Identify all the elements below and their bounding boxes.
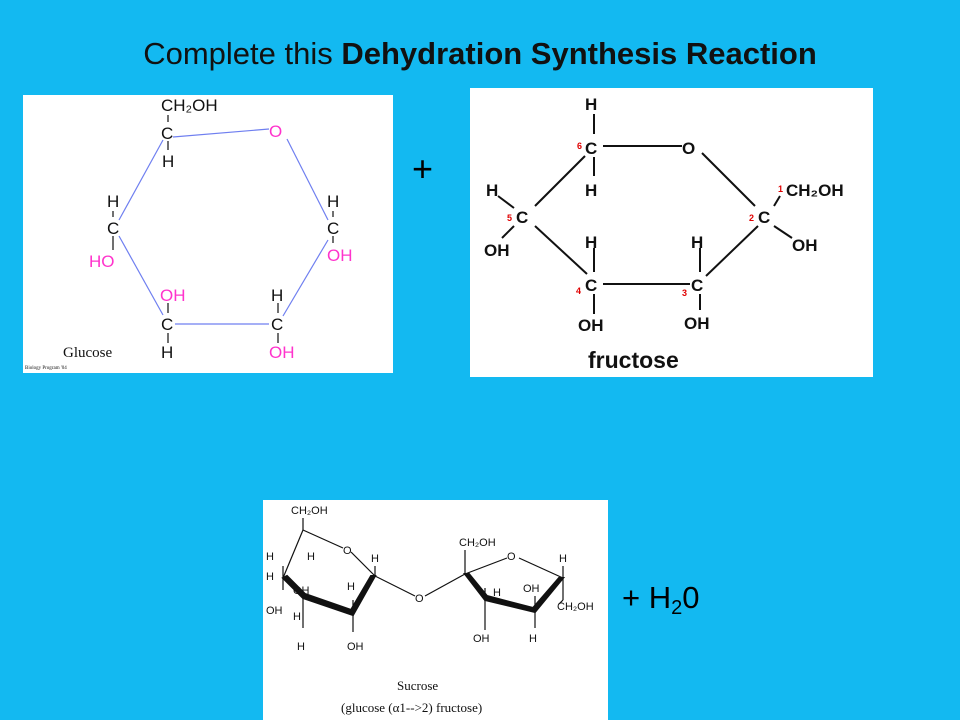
water-subscript: 2 [671, 597, 683, 619]
glucose-c2-h: H [271, 286, 283, 305]
fructose-c3-oh: OH [684, 314, 710, 333]
sucrose-oh-4: OH [523, 583, 540, 595]
sucrose-oh-1: OH [293, 585, 310, 597]
fructose-c2: C [758, 208, 770, 227]
glucose-c3: C [161, 315, 173, 334]
fructose-num-5: 5 [507, 213, 512, 223]
fructose-c3: C [691, 276, 703, 295]
fructose-diagram: H 6 C H O H 5 C OH 1 CH₂OH 2 C OH H 4 C … [484, 95, 844, 373]
sucrose-h-1: H [266, 551, 274, 563]
sucrose-h-2: H [307, 551, 315, 563]
water-plus: + [622, 580, 649, 615]
glucose-c2: C [271, 315, 283, 334]
glucose-c1-oh: OH [327, 246, 353, 265]
fructose-c6-h-bottom: H [585, 181, 597, 200]
fructose-num-1: 1 [778, 184, 783, 194]
glucose-c5: C [161, 124, 173, 143]
sucrose-h-8: H [493, 587, 501, 599]
glucose-credit: Biology Program '04 [25, 366, 67, 371]
glucose-c4-ho: HO [89, 252, 115, 271]
fructose-c5-h: H [486, 181, 498, 200]
fructose-c5: C [516, 208, 528, 227]
sucrose-fructose-ch2oh-top: CH₂OH [459, 537, 496, 549]
fructose-ring-bonds [497, 114, 793, 314]
glucose-c6-ch2oh: CH₂OH [161, 96, 218, 115]
fructose-c4-oh: OH [578, 316, 604, 335]
fructose-num-2: 2 [749, 213, 754, 223]
glucose-c2-oh: OH [269, 343, 295, 362]
title-prefix: Complete this [143, 36, 342, 71]
water-product: + H20 [622, 580, 699, 620]
fructose-c3-h: H [691, 233, 703, 252]
fructose-num-4: 4 [576, 286, 581, 296]
sucrose-glucose-ch2oh: CH₂OH [291, 505, 328, 517]
fructose-c4: C [585, 276, 597, 295]
fructose-c1-ch2oh: CH₂OH [786, 181, 844, 200]
sucrose-fructose-ch2oh-right: CH₂OH [557, 601, 594, 613]
sucrose-label: Sucrose [397, 678, 438, 693]
fructose-num-3: 3 [682, 288, 687, 298]
fructose-label: fructose [588, 347, 679, 373]
sucrose-h-3: H [266, 571, 274, 583]
glucose-structure: CH₂OH C H O H C HO H C OH OH C H H C OH … [23, 95, 393, 373]
sucrose-oh-2: OH [266, 605, 283, 617]
glucose-c3-h: H [161, 343, 173, 362]
plus-sign: + [412, 148, 434, 189]
fructose-structure: H 6 C H O H 5 C OH 1 CH₂OH 2 C OH H 4 C … [470, 88, 873, 377]
glucose-c1-h: H [327, 192, 339, 211]
glucose-c1: C [327, 219, 339, 238]
title-bold: Dehydration Synthesis Reaction [341, 36, 817, 71]
fructose-ring-oxygen: O [682, 139, 695, 158]
sucrose-oh-3: OH [347, 641, 364, 653]
sucrose-fructose-ring-oxygen: O [507, 551, 516, 563]
glucose-diagram: CH₂OH C H O H C HO H C OH OH C H H C OH … [25, 96, 353, 371]
glucose-c5-h: H [162, 152, 174, 171]
fructose-c2-oh: OH [792, 236, 818, 255]
glucose-c4: C [107, 219, 119, 238]
sucrose-h-6: H [293, 611, 301, 623]
slide-title: Complete this Dehydration Synthesis Reac… [0, 36, 960, 72]
sucrose-h-5: H [371, 553, 379, 565]
sucrose-glucose-ring-oxygen: O [343, 545, 352, 557]
water-h: H [648, 580, 672, 615]
glucose-c3-oh: OH [160, 286, 186, 305]
sucrose-glycosidic-oxygen: O [415, 593, 424, 605]
fructose-num-6: 6 [577, 141, 582, 151]
glucose-ring-bonds [118, 128, 329, 325]
sucrose-oh-5: OH [473, 633, 490, 645]
glucose-ring-oxygen: O [269, 122, 282, 141]
glucose-label: Glucose [63, 345, 112, 361]
fructose-c6: C [585, 139, 597, 158]
glucose-c4-h: H [107, 192, 119, 211]
water-zero: 0 [682, 580, 700, 615]
fructose-c5-oh: OH [484, 241, 510, 260]
sucrose-structure: CH₂OH O H H H OH OH H H H H OH O CH₂OH O… [263, 500, 608, 720]
fructose-c6-h-top: H [585, 95, 597, 114]
sucrose-diagram: CH₂OH O H H H OH OH H H H H OH O CH₂OH O… [266, 505, 594, 715]
sucrose-h-7: H [297, 641, 305, 653]
sucrose-subtitle: (glucose (α1-->2) fructose) [341, 700, 482, 715]
fructose-c4-h: H [585, 233, 597, 252]
sucrose-h-4: H [347, 581, 355, 593]
sucrose-h-10: H [529, 633, 537, 645]
sucrose-h-9: H [559, 553, 567, 565]
